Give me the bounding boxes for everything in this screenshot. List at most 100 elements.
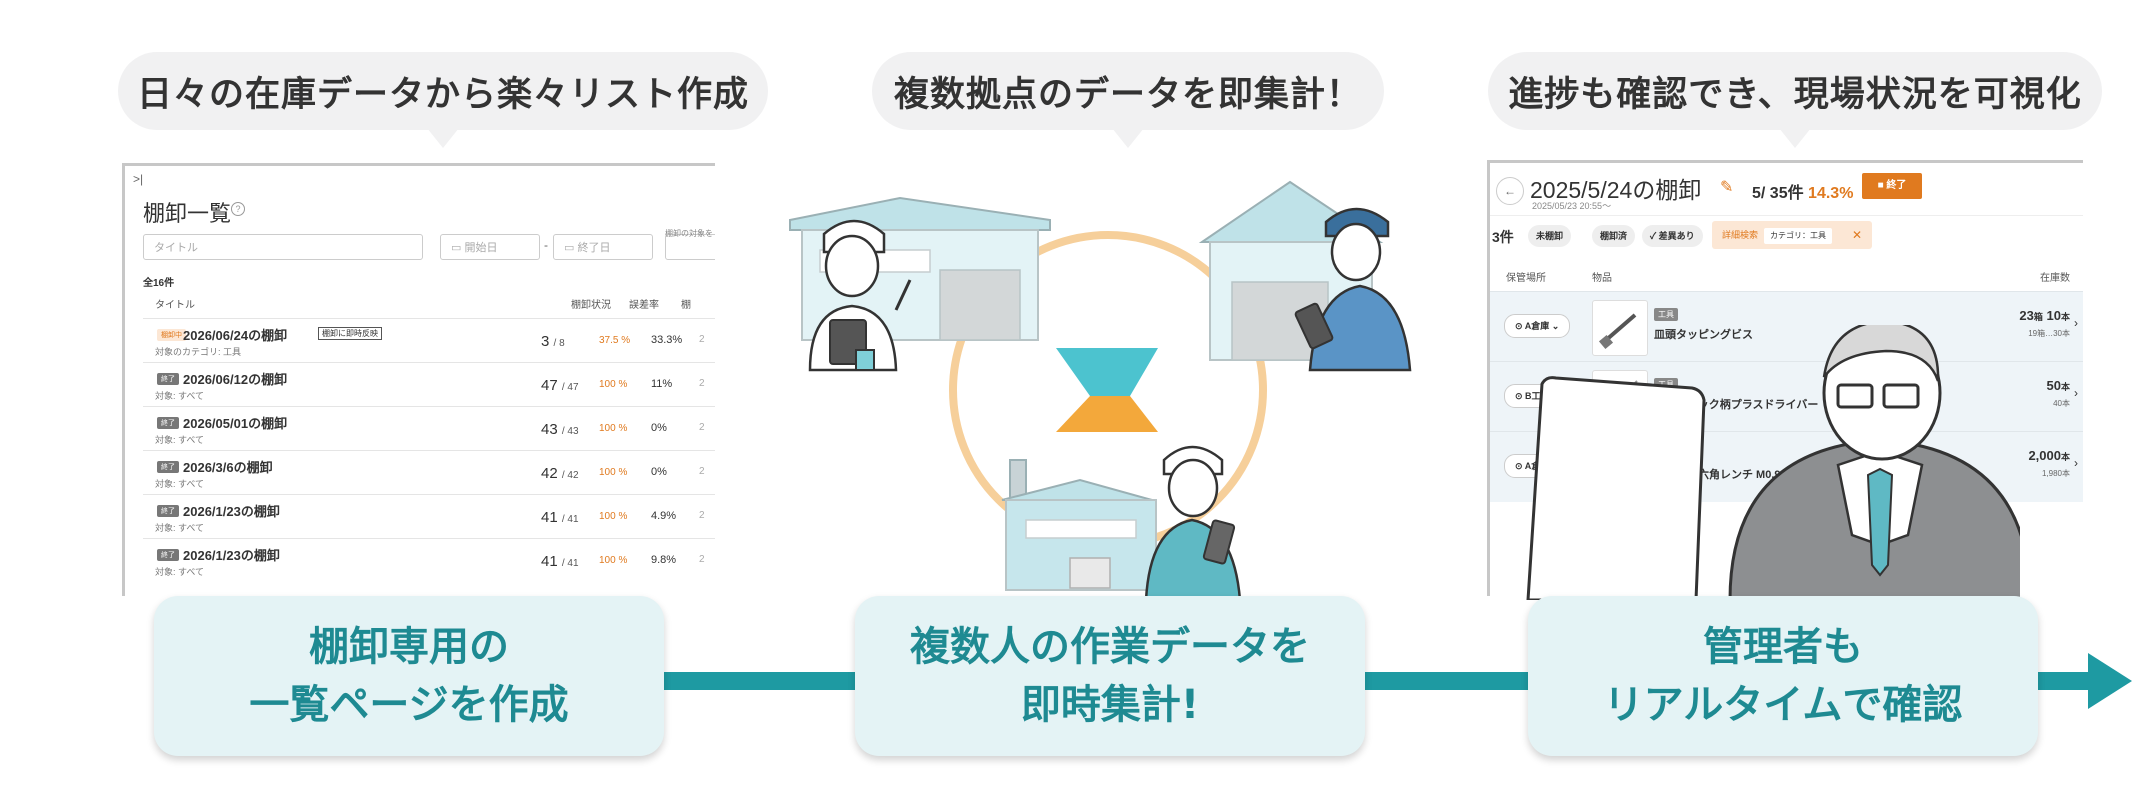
item-stock: 2,000本 <box>2028 448 2070 463</box>
row-cut: 2 <box>699 422 705 433</box>
row-subtitle: 対象のカテゴリ: 工具 <box>155 347 242 357</box>
step-text: 棚卸専用の 一覧ページを作成 <box>249 624 569 728</box>
row-progress: 47 / 47 <box>541 377 579 394</box>
bubble-text: 進捗も確認でき、現場状況を可視化 <box>1508 74 2082 115</box>
collapse-sidebar-icon[interactable]: >| <box>133 172 144 186</box>
location-pin-icon: ⊙ <box>1515 461 1525 471</box>
filter-bar <box>1490 215 2083 260</box>
target-filter-label: 棚卸の対象を <box>665 229 713 238</box>
item-counted: 1,980本 <box>2041 469 2070 478</box>
help-icon[interactable]: ? <box>231 202 245 216</box>
table-row[interactable]: 終了 2026/1/23の棚卸 対象: すべて 41 / 41 100 % 4.… <box>143 494 715 539</box>
item-counted: 40本 <box>2053 399 2070 408</box>
bubble-text: 複数拠点のデータを即集計！ <box>893 74 1362 115</box>
filter-chip-checked[interactable]: 棚卸済 <box>1592 225 1636 247</box>
step-text: 複数人の作業データを 即時集計! <box>910 624 1310 728</box>
row-percent: 37.5 % <box>599 335 631 346</box>
row-cut: 2 <box>699 466 705 477</box>
status-badge: 棚卸中 <box>157 329 186 341</box>
row-cut: 2 <box>699 334 705 345</box>
pencil-icon[interactable]: ✎ <box>1720 179 1734 196</box>
row-title: 2026/1/23の棚卸 <box>183 548 280 563</box>
title-search-input[interactable]: タイトル <box>143 234 423 260</box>
row-progress: 42 / 42 <box>541 465 579 482</box>
status-badge: 終了 <box>157 505 179 517</box>
calendar-icon: ▭ <box>564 242 578 254</box>
row-subtitle: 対象: すべて <box>155 479 205 489</box>
worker-tablet-icon <box>1294 207 1412 372</box>
row-error-rate: 9.8% <box>651 554 677 566</box>
bubble-list-creation: 日々の在庫データから楽々リスト作成 <box>118 52 768 130</box>
col-cut: 棚 <box>681 300 691 311</box>
row-subtitle: 対象: すべて <box>155 391 205 401</box>
location-pill[interactable]: ⊙ A倉庫 ⌄ <box>1504 314 1571 338</box>
chevron-right-icon[interactable]: › <box>2074 386 2078 400</box>
bubble-visualize: 進捗も確認でき、現場状況を可視化 <box>1488 52 2102 130</box>
total-count: 全16件 <box>143 278 175 289</box>
row-cut: 2 <box>699 510 705 521</box>
inventory-date-title: 2025/5/24の棚卸 <box>1530 177 1702 203</box>
app-logo-icon <box>1056 348 1158 432</box>
chevron-down-icon: ⌄ <box>1549 321 1560 331</box>
row-percent: 100 % <box>599 555 628 566</box>
progress-summary: 5/ 35件 14.3% <box>1752 185 1854 202</box>
advanced-search-filter[interactable]: 詳細検索カテゴリ：工具 ✕ <box>1712 221 1872 249</box>
row-progress: 3 / 8 <box>541 333 565 350</box>
status-badge: 終了 <box>157 373 179 385</box>
item-category-badge: 工具 <box>1654 308 1678 321</box>
multi-site-illustration <box>789 180 1412 600</box>
target-filter-input[interactable] <box>665 234 715 260</box>
row-error-rate: 0% <box>651 422 667 434</box>
chevron-right-icon[interactable]: › <box>2074 456 2078 470</box>
item-counted: 19箱…30本 <box>2028 329 2070 338</box>
status-badge: 終了 <box>157 549 179 561</box>
manager-person-icon <box>1728 325 2020 600</box>
flow-arrow-icon <box>2088 653 2132 709</box>
status-badge: 終了 <box>157 417 179 429</box>
item-name: 皿頭タッピングビス <box>1654 329 1753 341</box>
end-date-input[interactable]: ▭ 終了日 <box>553 234 653 260</box>
item-row[interactable]: ⊙ A倉庫 ⌄ 工具 皿頭タッピングビス 23箱 10本 19箱…30本 › <box>1490 291 2083 362</box>
row-error-rate: 0% <box>651 466 667 478</box>
chevron-right-icon[interactable]: › <box>2074 316 2078 330</box>
step-create-list: 棚卸専用の 一覧ページを作成 <box>154 596 664 756</box>
end-inventory-button[interactable]: ■ 終了 <box>1862 173 1922 199</box>
col-title: タイトル <box>155 300 195 311</box>
row-cut: 2 <box>699 378 705 389</box>
row-percent: 100 % <box>599 423 628 434</box>
end-date-placeholder: 終了日 <box>577 242 611 254</box>
manager-illustration <box>1526 325 2020 600</box>
table-row[interactable]: 棚卸中 2026/06/24の棚卸 棚卸に即時反映 対象のカテゴリ: 工具 3 … <box>143 318 715 363</box>
item-thumbnail <box>1592 300 1648 356</box>
table-row[interactable]: 終了 2026/06/12の棚卸 対象: すべて 47 / 47 100 % 1… <box>143 362 715 407</box>
back-arrow-icon[interactable]: ← <box>1496 177 1524 205</box>
row-error-rate: 4.9% <box>651 510 677 522</box>
close-icon[interactable]: ✕ <box>1851 228 1862 242</box>
start-date-placeholder: 開始日 <box>464 242 498 254</box>
row-subtitle: 対象: すべて <box>155 523 205 533</box>
step-aggregate: 複数人の作業データを 即時集計! <box>855 596 1365 756</box>
col-stock: 在庫数 <box>2040 273 2070 284</box>
item-stock: 23箱 10本 <box>2019 308 2070 323</box>
filter-chip-diff[interactable]: ✓ 差異あり <box>1642 225 1703 247</box>
row-progress: 41 / 41 <box>541 509 579 526</box>
table-row[interactable]: 終了 2026/05/01の棚卸 対象: すべて 43 / 43 100 % 0… <box>143 406 715 451</box>
col-location: 保管場所 <box>1506 273 1546 284</box>
location-pin-icon: ⊙ <box>1515 321 1525 331</box>
filter-chip-unchecked[interactable]: 未棚卸 <box>1528 225 1572 247</box>
inventory-list-screen: >| 棚卸一覧 ? タイトル ▭ 開始日 - ▭ 終了日 棚卸の対象を 全16件… <box>122 163 715 596</box>
row-subtitle: 対象: すべて <box>155 435 205 445</box>
date-separator: - <box>544 238 548 252</box>
start-date-input[interactable]: ▭ 開始日 <box>440 234 540 260</box>
result-count: 3件 <box>1492 229 1514 245</box>
row-progress: 43 / 43 <box>541 421 579 438</box>
category-filter: カテゴリ：工具 <box>1764 228 1833 244</box>
row-title: 2026/06/12の棚卸 <box>183 372 288 387</box>
table-row[interactable]: 終了 2026/3/6の棚卸 対象: すべて 42 / 42 100 % 0% … <box>143 450 715 495</box>
page-title: 棚卸一覧 <box>143 201 232 226</box>
factory-icon <box>1001 459 1157 591</box>
table-row[interactable]: 終了 2026/1/23の棚卸 対象: すべて 41 / 41 100 % 9.… <box>143 538 715 583</box>
row-title: 2026/06/24の棚卸 <box>183 328 288 343</box>
row-subtitle: 対象: すべて <box>155 567 205 577</box>
row-error-rate: 11% <box>651 378 673 390</box>
